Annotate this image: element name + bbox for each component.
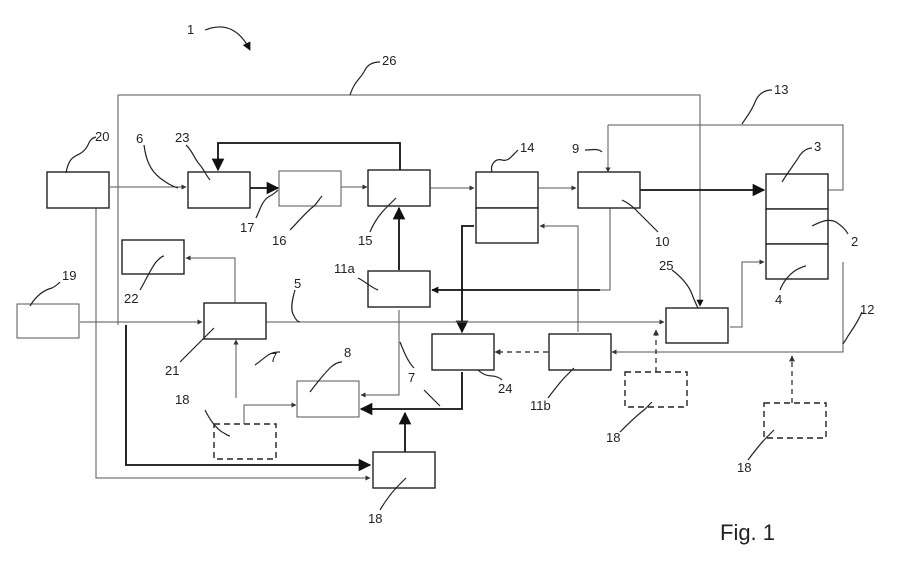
label-2: 2 <box>851 234 858 249</box>
label-25: 25 <box>659 258 673 273</box>
box-10 <box>578 172 640 208</box>
box-20 <box>47 172 109 208</box>
box-4 <box>766 244 828 279</box>
box-14-bottom <box>476 208 538 243</box>
leader-7c <box>424 390 440 406</box>
leader-11b <box>548 368 574 398</box>
box-23 <box>188 172 250 208</box>
box-16 <box>279 171 341 206</box>
box-18-bottom <box>373 452 435 488</box>
label-26: 26 <box>382 53 396 68</box>
label-18b: 18 <box>606 430 620 445</box>
leader-1 <box>205 27 250 50</box>
label-8: 8 <box>344 345 351 360</box>
label-24: 24 <box>498 381 512 396</box>
leader-5 <box>292 290 300 322</box>
label-9: 9 <box>572 141 579 156</box>
label-6: 6 <box>136 131 143 146</box>
box-11a <box>368 271 430 307</box>
link-14-24 <box>462 226 474 332</box>
box-24 <box>432 334 494 370</box>
label-18a: 18 <box>175 392 189 407</box>
link-18-8 <box>244 405 296 425</box>
link-25-4 <box>730 262 764 327</box>
box-22 <box>122 240 184 274</box>
leader-13 <box>742 90 772 124</box>
leader-17 <box>256 190 278 218</box>
label-7b: 7 <box>408 370 415 385</box>
box-18-mid-dashed <box>625 372 687 407</box>
label-18d: 18 <box>368 511 382 526</box>
leader-26 <box>350 62 380 95</box>
feedback-15-23 <box>218 143 400 170</box>
figure-caption: Fig. 1 <box>720 520 775 545</box>
box-15 <box>368 170 430 206</box>
label-4: 4 <box>775 292 782 307</box>
leader-6 <box>144 145 178 188</box>
leader-19 <box>30 282 60 306</box>
label-10: 10 <box>655 234 669 249</box>
box-19 <box>17 304 79 338</box>
label-21: 21 <box>165 363 179 378</box>
label-17: 17 <box>240 220 254 235</box>
box-14-top <box>476 172 538 208</box>
box-3 <box>766 174 828 209</box>
box-18-left-dashed <box>214 424 276 459</box>
leader-7b <box>400 342 414 368</box>
link-21-22 <box>186 258 235 303</box>
label-22: 22 <box>124 291 138 306</box>
box-8 <box>297 381 359 417</box>
leader-20 <box>66 137 96 173</box>
leader-25 <box>672 270 698 308</box>
label-1: 1 <box>187 22 194 37</box>
leader-18c <box>748 430 774 460</box>
label-23: 23 <box>175 130 189 145</box>
label-14: 14 <box>520 140 534 155</box>
line-7a <box>361 310 399 395</box>
label-19: 19 <box>62 268 76 283</box>
box-25 <box>666 308 728 343</box>
label-12: 12 <box>860 302 874 317</box>
label-15: 15 <box>358 233 372 248</box>
label-18c: 18 <box>737 460 751 475</box>
label-16: 16 <box>272 233 286 248</box>
label-3: 3 <box>814 139 821 154</box>
label-5: 5 <box>294 276 301 291</box>
box-18-right-dashed <box>764 403 826 438</box>
box-21 <box>204 303 266 339</box>
box-11b <box>549 334 611 370</box>
leader-24 <box>478 370 502 380</box>
label-20: 20 <box>95 129 109 144</box>
leader-9 <box>585 150 602 153</box>
leader-21 <box>180 328 214 362</box>
label-13: 13 <box>774 82 788 97</box>
label-11b: 11b <box>530 398 551 413</box>
link-11b-14 <box>540 226 578 332</box>
box-2 <box>766 209 828 244</box>
leader-14 <box>492 150 518 172</box>
label-7a: 7 <box>270 350 277 365</box>
label-11a: 11a <box>334 261 355 276</box>
